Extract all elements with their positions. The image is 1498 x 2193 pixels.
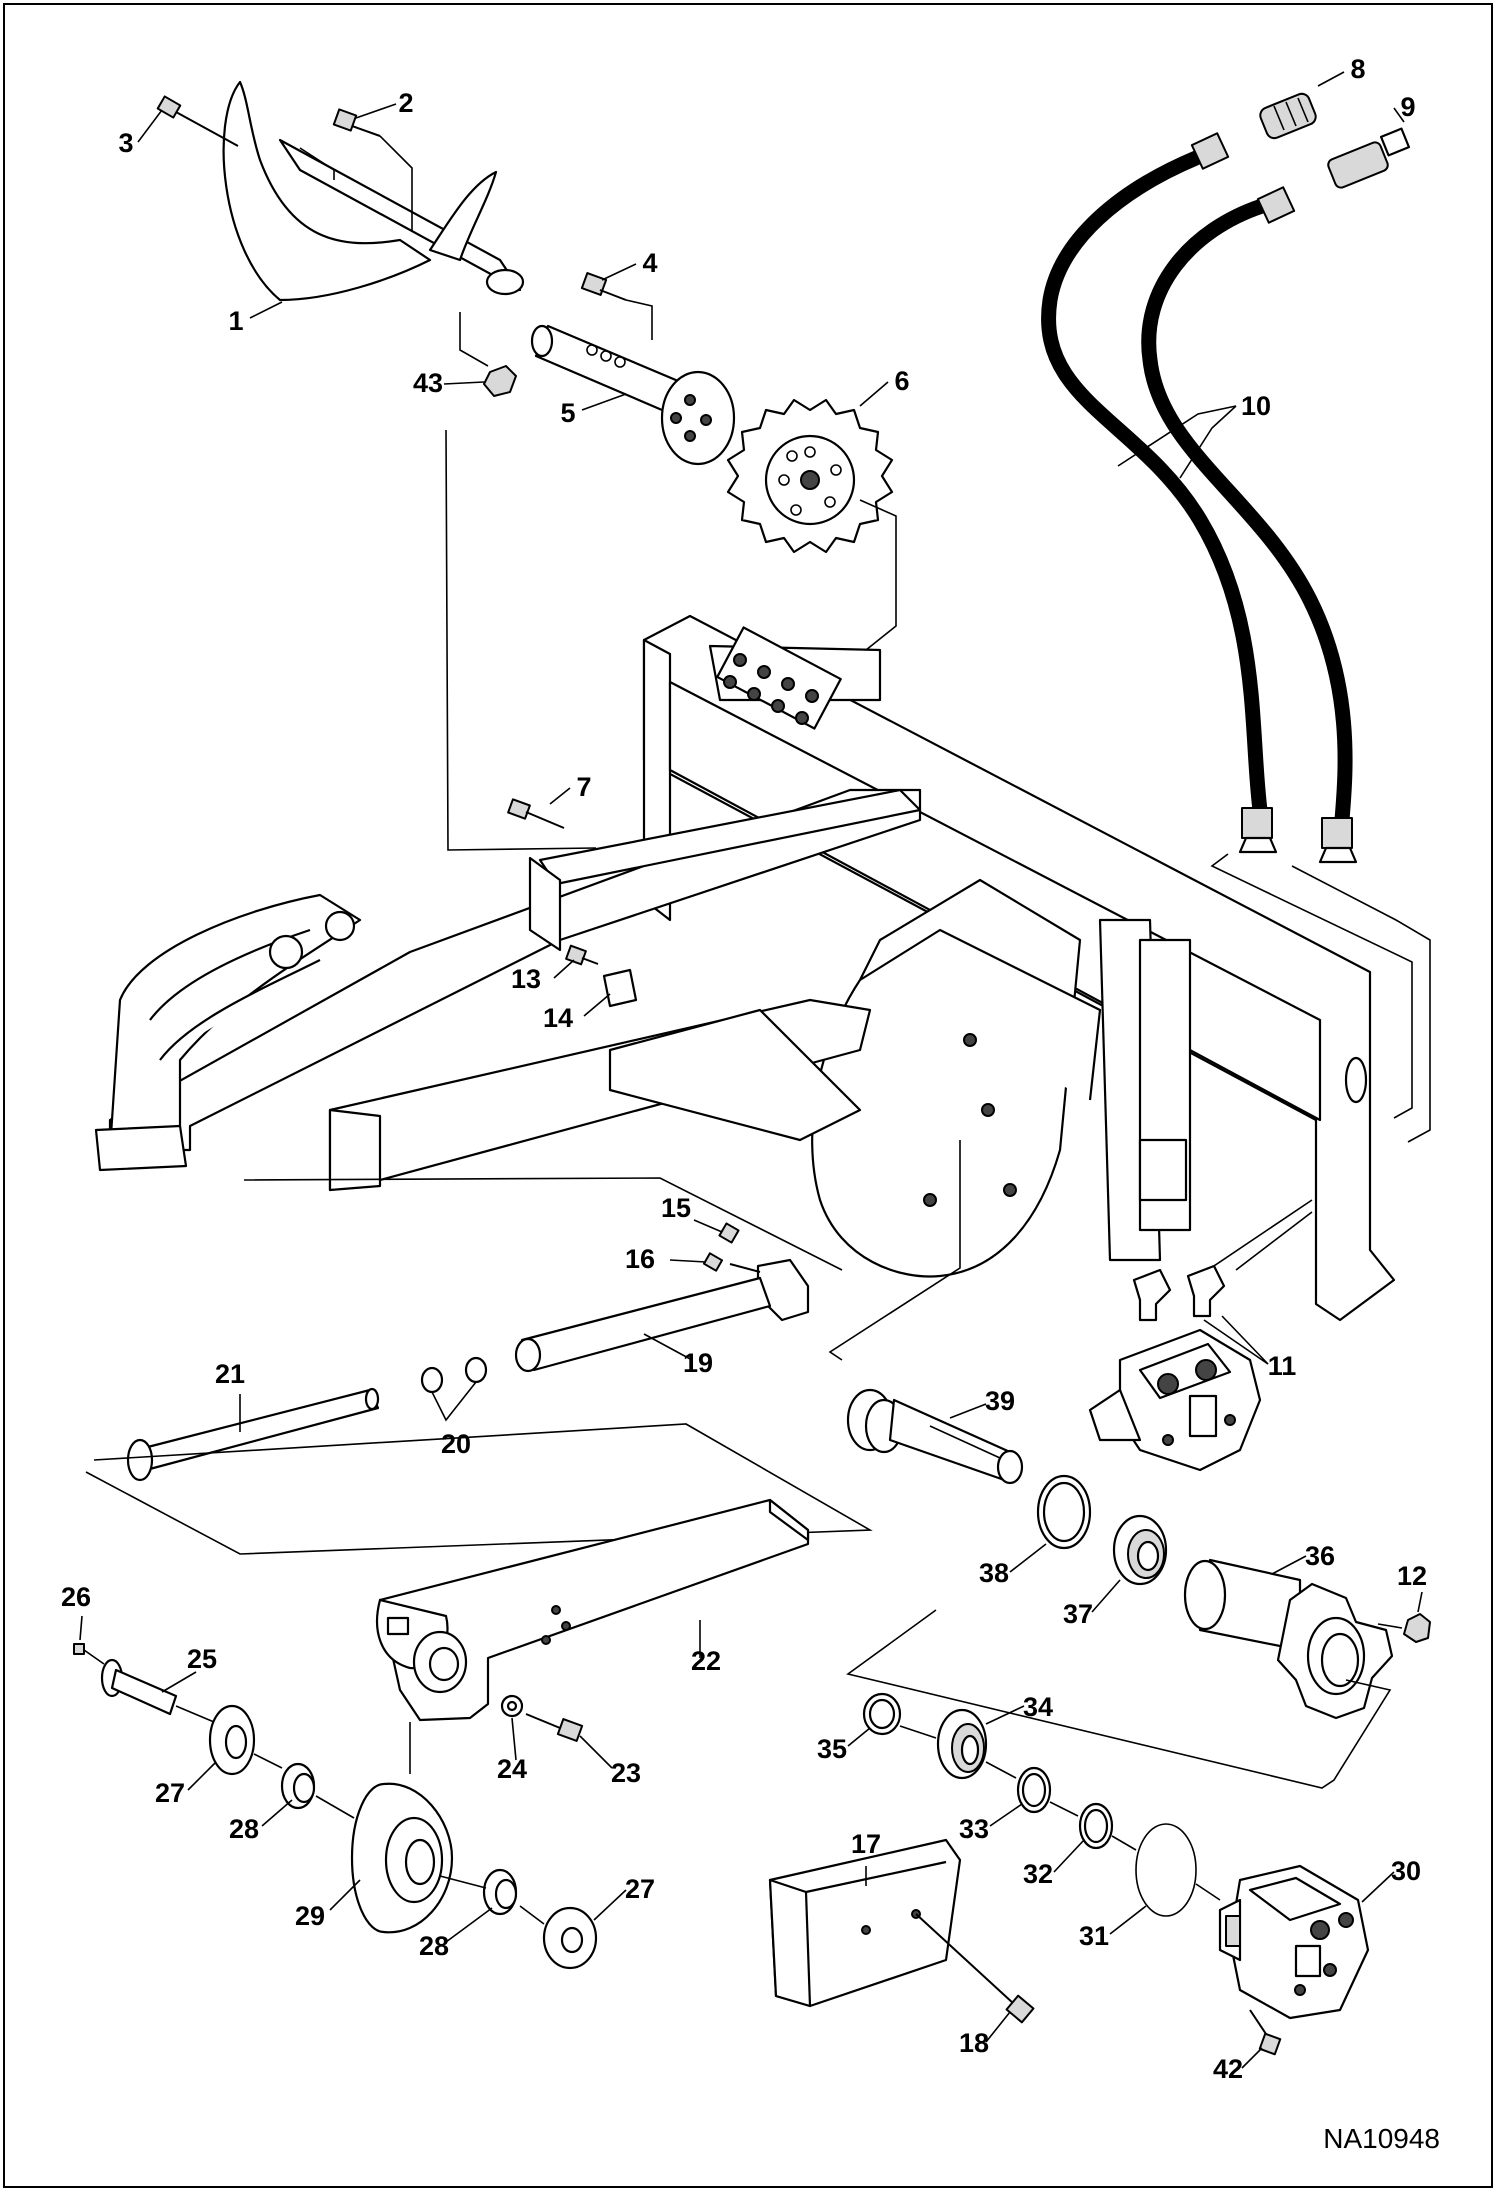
callout-c35: 35 bbox=[817, 1734, 847, 1764]
bearing-37 bbox=[1112, 1514, 1168, 1586]
boom-arm-tube bbox=[108, 788, 922, 1152]
leader-lines bbox=[79, 71, 1423, 2069]
o-ring-31 bbox=[1135, 1823, 1197, 1917]
callout-c1: 1 bbox=[228, 306, 243, 336]
coupler-fitting-9 bbox=[1327, 127, 1411, 189]
bolt-3 bbox=[156, 95, 239, 147]
crumber-shoe bbox=[94, 893, 362, 1172]
callout-c17: 17 bbox=[851, 1829, 881, 1859]
idler-wheel-29 bbox=[350, 1782, 454, 1934]
callout-c16: 16 bbox=[625, 1244, 655, 1274]
washer-24 bbox=[500, 1694, 524, 1718]
grease-fitting-16 bbox=[702, 1252, 724, 1272]
bolt-2 bbox=[332, 108, 381, 137]
drive-shaft-39 bbox=[846, 1388, 1024, 1485]
callout-c24: 24 bbox=[497, 1754, 527, 1784]
callout-c28b: 28 bbox=[419, 1931, 449, 1961]
clip-14 bbox=[602, 968, 638, 1008]
callout-c22: 22 bbox=[691, 1646, 721, 1676]
callout-c15: 15 bbox=[661, 1193, 691, 1223]
bearing-34 bbox=[936, 1708, 988, 1780]
callout-c27b: 27 bbox=[625, 1874, 655, 1904]
callout-c30: 30 bbox=[1391, 1856, 1421, 1886]
bearing-28-left bbox=[280, 1762, 316, 1810]
callout-c13: 13 bbox=[511, 964, 541, 994]
callout-c26: 26 bbox=[61, 1582, 91, 1612]
seal-27-left bbox=[208, 1704, 256, 1776]
callout-c5: 5 bbox=[560, 398, 575, 428]
bolt-7 bbox=[507, 798, 565, 829]
callout-c2: 2 bbox=[398, 88, 413, 118]
callout-c33: 33 bbox=[959, 1814, 989, 1844]
nut-43 bbox=[483, 365, 517, 397]
hydraulic-hoses bbox=[1041, 132, 1358, 864]
track-pad-17 bbox=[768, 1838, 962, 2008]
callout-c8: 8 bbox=[1350, 54, 1365, 84]
callout-c25: 25 bbox=[187, 1644, 217, 1674]
callout-c43: 43 bbox=[413, 368, 443, 398]
callout-c34: 34 bbox=[1023, 1692, 1053, 1722]
scraper-blade-1 bbox=[222, 80, 525, 302]
o-ring-35 bbox=[862, 1692, 902, 1736]
sprocket-6 bbox=[726, 398, 894, 554]
pivot-shaft-21 bbox=[126, 1387, 380, 1482]
bearing-28-right bbox=[482, 1868, 518, 1916]
guide-lines-wheel bbox=[83, 1649, 545, 1925]
bearing-housing-36 bbox=[1183, 1558, 1394, 1720]
o-rings-20 bbox=[420, 1356, 488, 1422]
elbow-fittings-11 bbox=[1132, 1264, 1226, 1322]
nut-12 bbox=[1403, 1613, 1431, 1643]
bushing-19 bbox=[514, 1276, 772, 1373]
callout-c11: 11 bbox=[1268, 1351, 1297, 1381]
shaft-5 bbox=[530, 324, 736, 466]
snap-ring-32 bbox=[1078, 1802, 1114, 1850]
callout-c23: 23 bbox=[611, 1758, 641, 1788]
lower-frame-tube bbox=[328, 998, 872, 1192]
guide-lines-housing bbox=[846, 1609, 1403, 1789]
callout-c3: 3 bbox=[118, 128, 133, 158]
callout-c32: 32 bbox=[1023, 1859, 1053, 1889]
chain-case bbox=[811, 878, 1102, 1278]
drive-motor-30 bbox=[1218, 1864, 1370, 2020]
snap-ring-33 bbox=[1016, 1766, 1052, 1814]
guide-lines-shaft bbox=[85, 1423, 873, 1555]
bolt-13 bbox=[565, 944, 599, 966]
grease-fitting-15 bbox=[718, 1222, 740, 1244]
callout-c29: 29 bbox=[295, 1901, 325, 1931]
bolt-42 bbox=[1249, 2009, 1282, 2056]
seal-27-right bbox=[542, 1906, 598, 1970]
callout-c39: 39 bbox=[985, 1386, 1015, 1416]
bolt-18 bbox=[915, 1913, 1035, 2024]
callout-labels: 1234567891011121314151617181920212223242… bbox=[61, 54, 1427, 2084]
drawing-id: NA10948 bbox=[1323, 2123, 1440, 2154]
callout-c31: 31 bbox=[1079, 1921, 1109, 1951]
callout-c21: 21 bbox=[215, 1359, 245, 1389]
callout-c18: 18 bbox=[959, 2028, 989, 2058]
callout-c28: 28 bbox=[229, 1814, 259, 1844]
callout-c7: 7 bbox=[576, 772, 591, 802]
upper-motor bbox=[1088, 1328, 1262, 1472]
callout-c4: 4 bbox=[642, 248, 657, 278]
callout-c12: 12 bbox=[1397, 1561, 1427, 1591]
callout-c38: 38 bbox=[979, 1558, 1009, 1588]
callout-c36: 36 bbox=[1305, 1541, 1335, 1571]
bolt-4 bbox=[580, 272, 627, 301]
callout-c20: 20 bbox=[441, 1429, 471, 1459]
callout-c14: 14 bbox=[543, 1003, 573, 1033]
bolt-23 bbox=[525, 1713, 584, 1742]
snap-ring-38 bbox=[1036, 1474, 1092, 1550]
grease-fitting-26 bbox=[73, 1643, 85, 1655]
callout-c37: 37 bbox=[1063, 1599, 1093, 1629]
callout-c19: 19 bbox=[683, 1348, 713, 1378]
callout-c6: 6 bbox=[894, 366, 909, 396]
callout-c10: 10 bbox=[1241, 391, 1271, 421]
coupler-fitting-8 bbox=[1259, 92, 1317, 140]
callout-c9: 9 bbox=[1400, 92, 1415, 122]
axle-25 bbox=[100, 1658, 178, 1716]
idler-arm-22 bbox=[376, 1498, 810, 1722]
callout-c27: 27 bbox=[155, 1778, 185, 1808]
callout-c42: 42 bbox=[1213, 2054, 1243, 2084]
guide-lines-lower bbox=[899, 1725, 1221, 1901]
